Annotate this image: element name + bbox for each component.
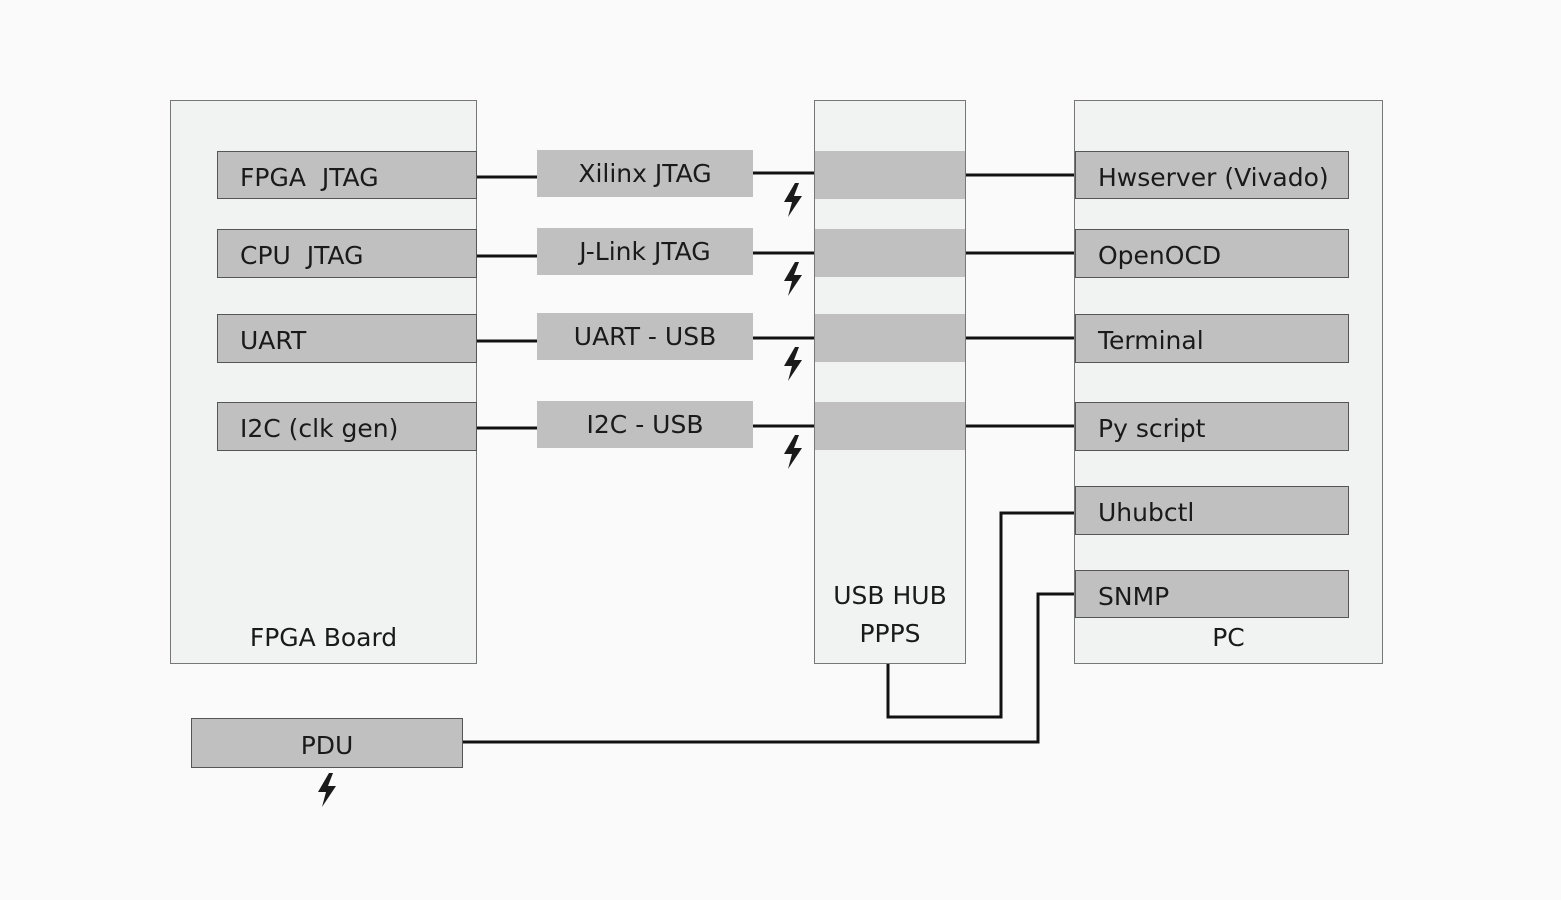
lightning-bolt-icon <box>318 773 336 807</box>
lightning-bolt-icon <box>784 183 802 217</box>
usb-hub-title-line1: USB HUB <box>833 581 947 610</box>
hwserver-service: Hwserver (Vivado) <box>1075 151 1349 199</box>
fpga-board-title: FPGA Board <box>249 623 398 652</box>
hub-port-3 <box>815 314 965 362</box>
usb-hub-title-line2: PPPS <box>859 619 921 648</box>
i2c-port: I2C (clk gen) <box>217 402 477 451</box>
py-script-service: Py script <box>1075 402 1349 451</box>
wire-hub-uhubctl <box>886 511 1075 719</box>
cpu-jtag-port: CPU JTAG <box>217 229 477 278</box>
i2c-usb-adapter: I2C - USB <box>537 401 753 448</box>
jlink-jtag-adapter: J-Link JTAG <box>537 228 753 275</box>
fpga-jtag-port: FPGA JTAG <box>217 151 477 199</box>
hub-port-2 <box>815 229 965 277</box>
lightning-bolt-icon <box>784 347 802 381</box>
wire-pdu-snmp <box>462 592 1075 744</box>
openocd-service: OpenOCD <box>1075 229 1349 278</box>
lightning-bolt-icon <box>784 435 802 469</box>
hub-port-4 <box>815 402 965 450</box>
terminal-service: Terminal <box>1075 314 1349 363</box>
snmp-service: SNMP <box>1075 570 1349 618</box>
uart-port: UART <box>217 314 477 363</box>
xilinx-jtag-adapter: Xilinx JTAG <box>537 150 753 197</box>
uart-usb-adapter: UART - USB <box>537 313 753 360</box>
uhubctl-service: Uhubctl <box>1075 486 1349 535</box>
pdu: PDU <box>191 718 463 768</box>
lightning-bolt-icon <box>784 262 802 296</box>
pc-title: PC <box>1212 623 1245 652</box>
hub-port-1 <box>815 151 965 199</box>
